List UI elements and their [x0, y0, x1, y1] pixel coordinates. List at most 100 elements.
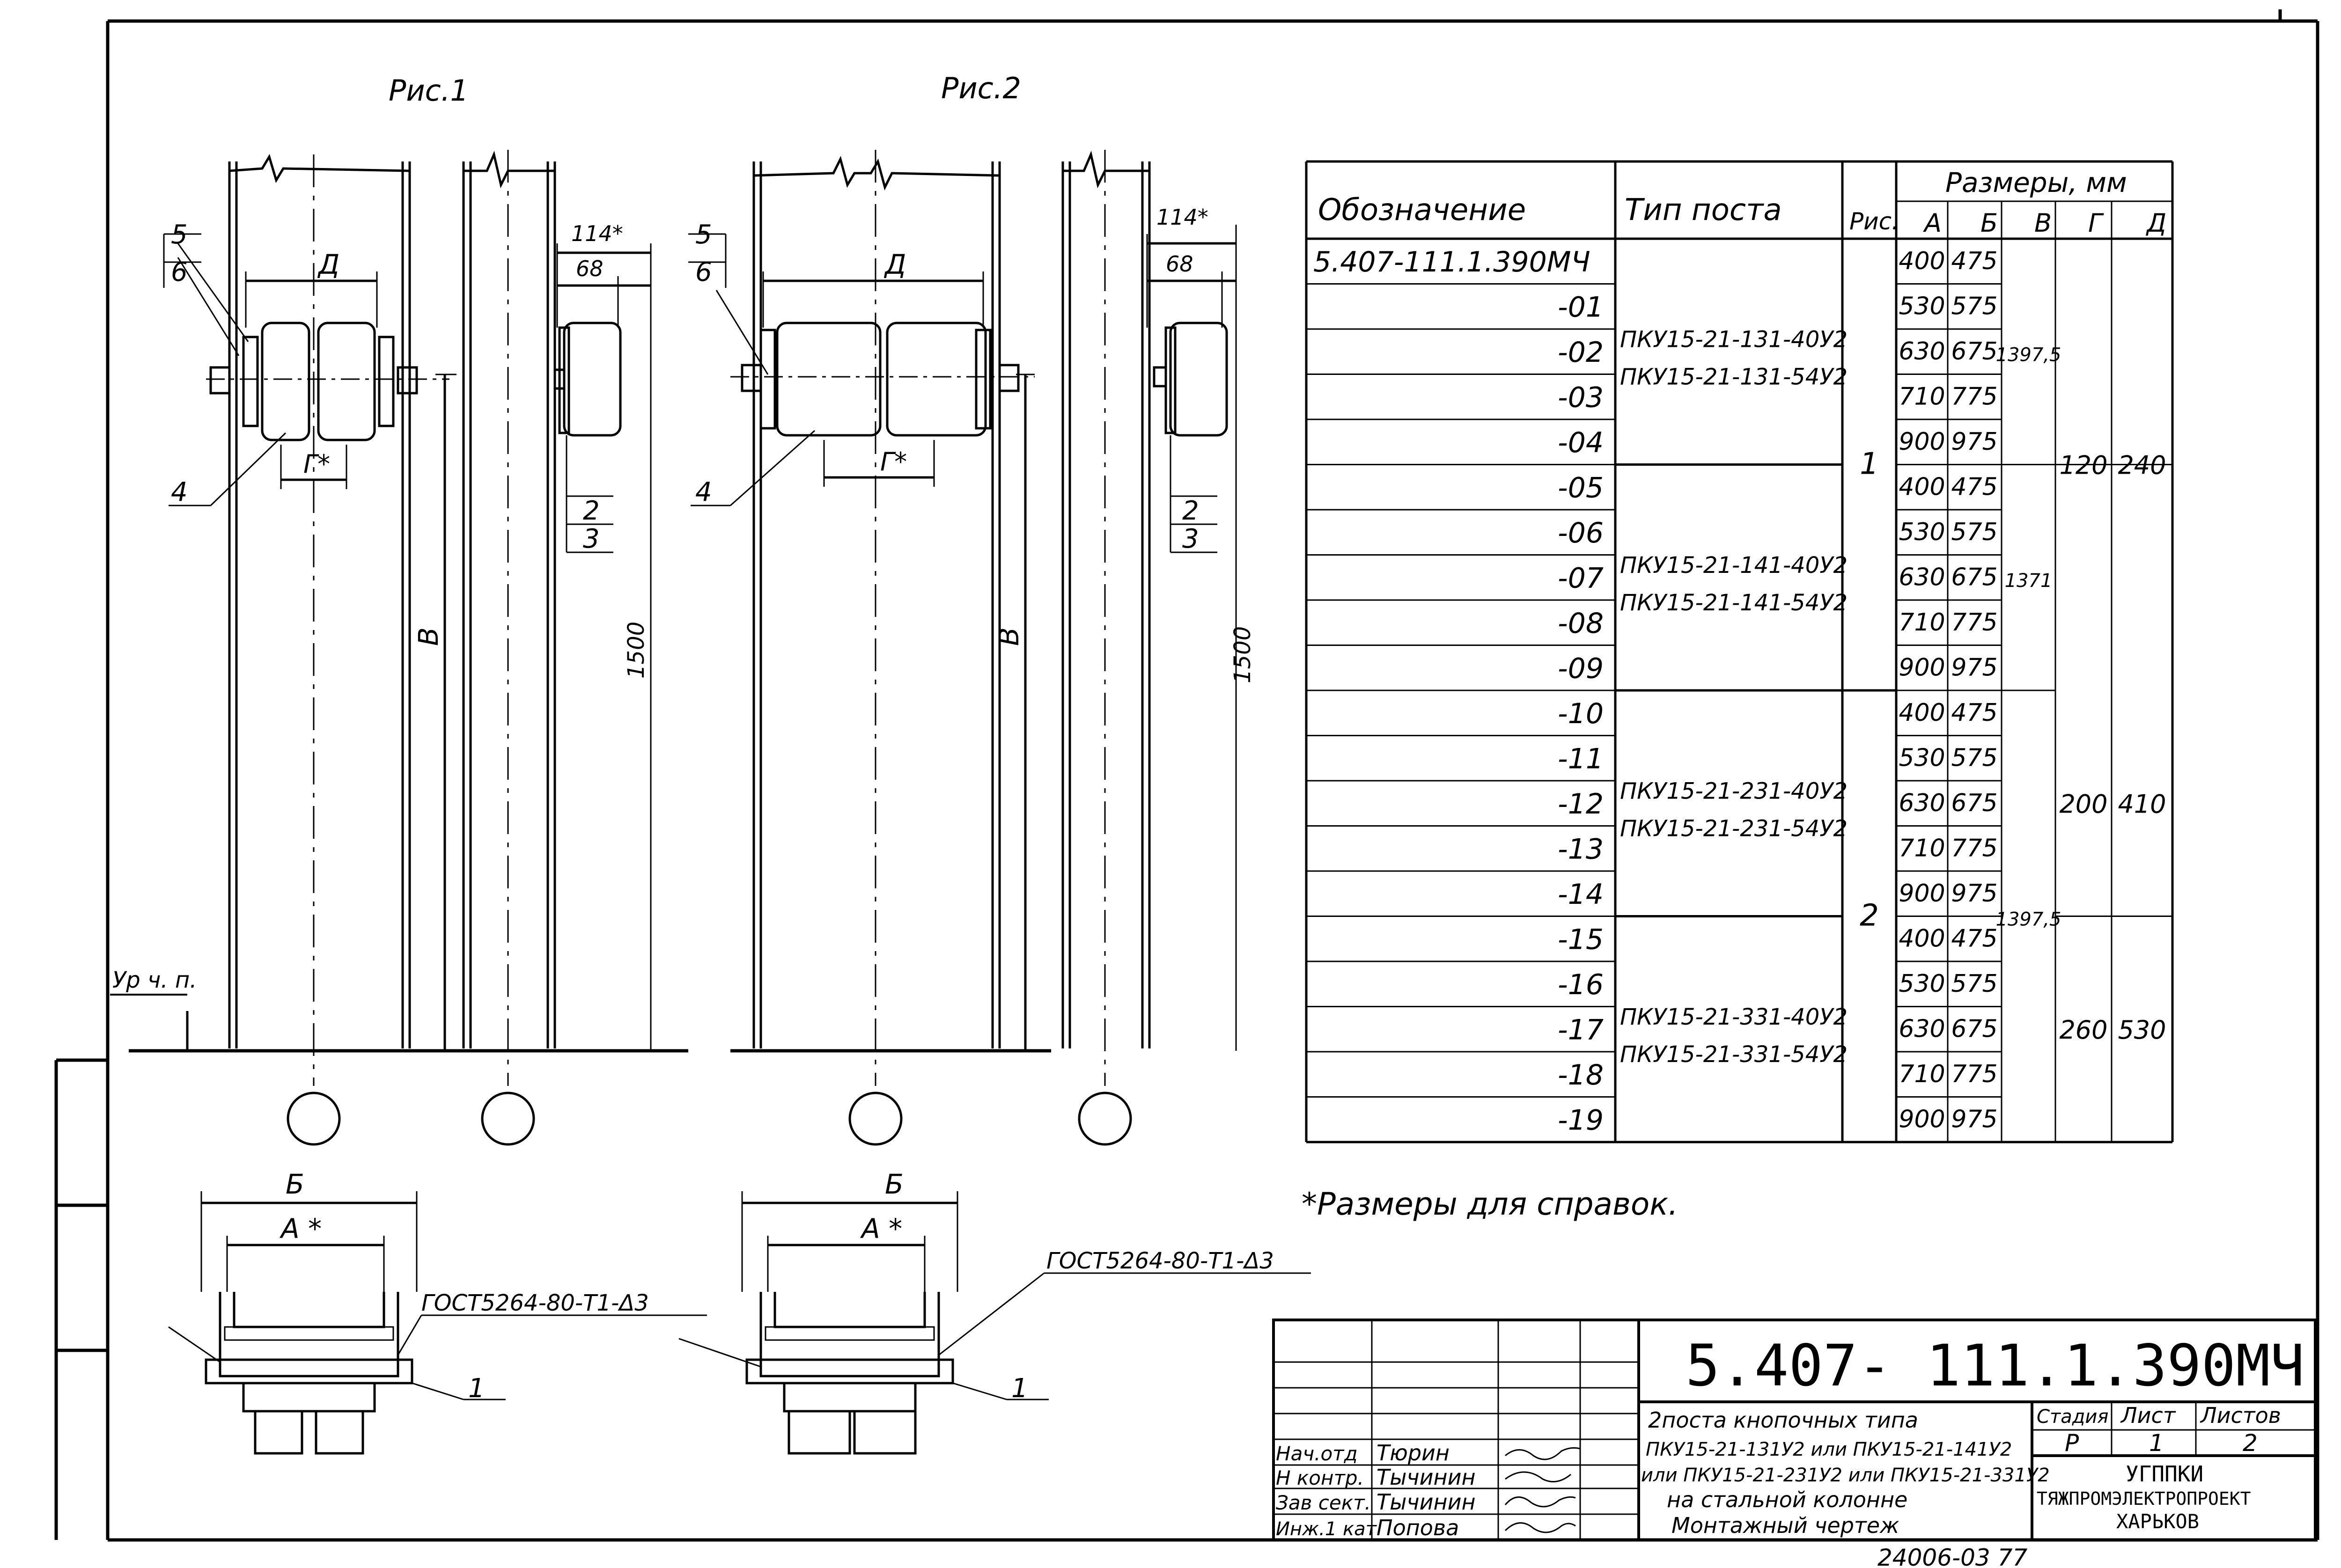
fig1-dim-114: 114*: [571, 221, 623, 246]
left-dim-a: А *: [279, 1213, 322, 1245]
size-v-cell: 1397,5: [1996, 344, 2061, 366]
post-type-cell: ПКУ15-21-141-54У2: [1620, 590, 1848, 616]
size-a-cell: 530: [1899, 518, 1945, 546]
size-a-cell: 530: [1899, 293, 1945, 321]
name-4: Попова: [1377, 1515, 1459, 1540]
designation-cell: -04: [1558, 426, 1604, 459]
designation-cell: -13: [1558, 833, 1604, 866]
designation-cell: 5.407-111.1.390МЧ: [1313, 246, 1590, 278]
size-b-cell: 975: [1951, 654, 1997, 682]
size-v-cell: 1397,5: [1996, 909, 2061, 931]
size-v-cell: 1371: [2005, 570, 2053, 592]
title-line-5: Монтажный чертеж: [1671, 1513, 1899, 1538]
size-b-cell: 475: [1951, 699, 1997, 727]
fig1-callout-3: 3: [583, 524, 600, 554]
fig1-side-view: [462, 150, 652, 1146]
designation-cell: -15: [1558, 923, 1604, 956]
size-d-cell: 240: [2118, 451, 2166, 480]
title-line-1: 2поста кнопочных типа: [1648, 1407, 1918, 1433]
title-line-2: ПКУ15-21-131У2 или ПКУ15-21-141У2: [1646, 1439, 2012, 1460]
size-b-cell: 675: [1951, 564, 1997, 592]
size-a-cell: 400: [1899, 247, 1945, 275]
right-dim-a: А *: [860, 1213, 902, 1245]
header-d: Д: [2146, 208, 2166, 238]
stage-label: Стадия: [2037, 1406, 2108, 1428]
table-grid: [1305, 160, 2174, 1143]
size-d-cell: 530: [2118, 1015, 2166, 1045]
size-a-cell: 400: [1899, 473, 1945, 501]
size-b-cell: 975: [1951, 1106, 1997, 1134]
size-a-cell: 710: [1899, 1060, 1945, 1088]
size-b-cell: 475: [1951, 247, 1997, 275]
post-type-cell: ПКУ15-21-131-54У2: [1620, 364, 1848, 390]
size-b-cell: 775: [1951, 608, 1997, 637]
designation-cell: -10: [1558, 697, 1604, 730]
fig1-labels: Д Г* В 5 6 4 Ур ч. п.: [112, 220, 444, 993]
fig2-label: Рис.2: [941, 71, 1021, 105]
size-b-cell: 775: [1951, 383, 1997, 411]
fig-cell: 1: [1860, 447, 1879, 482]
header-b: Б: [1980, 208, 1998, 238]
size-a-cell: 900: [1899, 654, 1945, 682]
fig1-dim-g: Г*: [303, 449, 330, 479]
section-labels: Б А * ГОСТ5264-80-Т1-Δ3 1 Б А * ГОСТ5264…: [279, 1168, 1274, 1404]
fig2-callout-2: 2: [1182, 496, 1199, 526]
fig-cell: 2: [1860, 899, 1879, 933]
designation-cell: -17: [1558, 1014, 1604, 1047]
fig2-callout-5: 5: [695, 220, 712, 250]
size-a-cell: 530: [1899, 970, 1945, 998]
fig1-dim-68: 68: [576, 256, 604, 281]
fig2-side-view: [1061, 150, 1237, 1146]
fig1-callout-6: 6: [171, 257, 188, 287]
right-dim-b: Б: [885, 1168, 904, 1200]
post-type-cell: ПКУ15-21-331-54У2: [1620, 1041, 1848, 1068]
size-b-cell: 575: [1951, 518, 1997, 546]
role-3: Зав сект.: [1276, 1491, 1371, 1514]
role-2: Н контр.: [1276, 1466, 1364, 1489]
size-a-cell: 900: [1899, 428, 1945, 456]
floor-level-label: Ур ч. п.: [112, 967, 197, 993]
header-fig: Рис.: [1849, 208, 1899, 235]
size-g-cell: 200: [2059, 789, 2107, 819]
size-a-cell: 400: [1899, 925, 1945, 953]
designation-cell: -11: [1558, 743, 1604, 776]
left-callout-1: 1: [468, 1373, 485, 1404]
title-line-3: или ПКУ15-21-231У2 или ПКУ15-21-331У2: [1641, 1465, 2050, 1486]
size-a-cell: 530: [1899, 744, 1945, 772]
designation-cell: -03: [1558, 381, 1604, 414]
name-2: Тычинин: [1377, 1465, 1476, 1490]
designation-cell: -12: [1558, 788, 1604, 821]
fig1-dim-d: Д: [317, 249, 339, 280]
size-b-cell: 975: [1951, 879, 1997, 908]
role-1: Нач.отд: [1276, 1442, 1358, 1465]
size-a-cell: 400: [1899, 699, 1945, 727]
size-b-cell: 675: [1951, 789, 1997, 817]
header-g: Г: [2088, 208, 2104, 238]
fig2-dim-1500: 1500: [1229, 626, 1256, 683]
size-a-cell: 900: [1899, 879, 1945, 908]
size-d-cell: 410: [2118, 789, 2166, 819]
size-b-cell: 975: [1951, 428, 1997, 456]
fig1-callout-2: 2: [583, 496, 600, 526]
designation-cell: -02: [1558, 336, 1604, 369]
fig2-dim-68: 68: [1166, 251, 1193, 277]
fig1-dim-1500: 1500: [623, 622, 649, 679]
fig1-front-view: [129, 154, 688, 1146]
designation-cell: -01: [1558, 291, 1604, 324]
size-b-cell: 475: [1951, 925, 1997, 953]
size-b-cell: 775: [1951, 1060, 1997, 1088]
designation-cell: -09: [1558, 652, 1604, 685]
size-b-cell: 575: [1951, 744, 1997, 772]
fig1-callout-4: 4: [171, 477, 188, 507]
size-a-cell: 710: [1899, 608, 1945, 637]
title-line-4: на стальной колонне: [1667, 1487, 1907, 1512]
designation-cell: -18: [1558, 1059, 1604, 1092]
header-sizes: Размеры, мм: [1945, 167, 2127, 198]
left-dim-b: Б: [286, 1168, 304, 1200]
size-a-cell: 630: [1899, 1015, 1945, 1043]
header-v: В: [2034, 208, 2052, 238]
doc-code: 5.407- 111.1.390МЧ: [1686, 1333, 2304, 1399]
size-g-cell: 120: [2059, 451, 2107, 480]
sheet-value: 1: [2149, 1429, 2164, 1457]
fig2-dim-d: Д: [883, 249, 906, 280]
